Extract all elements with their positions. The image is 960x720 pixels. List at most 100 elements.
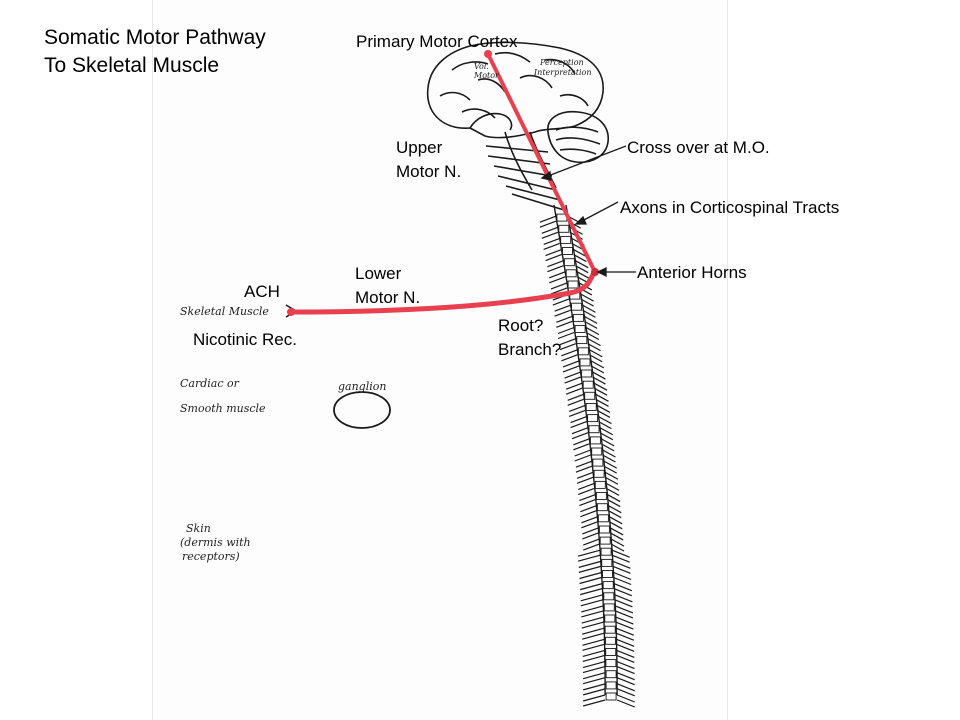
- root-label: Root?: [498, 316, 544, 335]
- nerve-root-right: [602, 449, 616, 463]
- nerve-root-right: [575, 260, 589, 274]
- nerve-root-right: [611, 549, 630, 563]
- upper-motor-label-1: Upper: [396, 138, 443, 157]
- nerve-root-left: [582, 638, 605, 651]
- spinal-column: [539, 204, 635, 708]
- nicotinic-label: Nicotinic Rec.: [193, 330, 297, 349]
- cross-over-arrowhead: [540, 170, 552, 181]
- nerve-root-left: [582, 694, 606, 707]
- vertebra: [599, 536, 611, 545]
- nerve-root-left: [557, 326, 575, 340]
- lower-motor-label-1: Lower: [355, 264, 402, 283]
- nerve-root-left: [568, 404, 586, 418]
- nerve-root-left: [574, 449, 591, 462]
- nerve-root-left: [581, 616, 604, 629]
- vertebra: [577, 347, 589, 356]
- vertebra: [587, 414, 599, 423]
- cortex-cell-body: [484, 50, 492, 58]
- nerve-root-right: [615, 627, 634, 641]
- perception-note-1: Perception: [540, 58, 584, 67]
- brain-cerebrum: [426, 41, 604, 139]
- nerve-root-right: [610, 527, 624, 541]
- vertebra: [603, 603, 615, 612]
- nerve-root-left: [577, 549, 601, 562]
- vertebra: [592, 458, 604, 467]
- nerve-root-left: [571, 427, 589, 440]
- vertebra: [604, 614, 616, 623]
- vertebra: [562, 247, 573, 255]
- nerve-root-left: [579, 571, 602, 585]
- primary-motor-cortex-label: Primary Motor Cortex: [356, 32, 518, 51]
- muscle-terminal: [287, 308, 295, 316]
- nerve-root-left: [541, 226, 559, 239]
- skin-note-2: (dermis with: [180, 536, 251, 549]
- nerve-root-right: [580, 293, 594, 307]
- nerve-root-right: [598, 416, 612, 430]
- cross-over-label: Cross over at M.O.: [627, 138, 770, 157]
- vertebra: [591, 447, 603, 456]
- skeletal-muscle-note: Skeletal Muscle: [180, 305, 269, 318]
- nerve-root-left: [554, 304, 571, 317]
- nerve-root-left: [579, 493, 596, 507]
- nerve-root-right: [603, 460, 617, 474]
- skin-note-3: receptors): [182, 550, 240, 563]
- vertebra: [584, 391, 596, 400]
- nerve-root-right: [595, 393, 609, 407]
- nerve-root-right: [613, 583, 633, 597]
- vertebra: [558, 224, 570, 233]
- nerve-root-right: [596, 404, 611, 418]
- nerve-root-left: [564, 371, 581, 384]
- vertebra: [604, 625, 616, 634]
- perception-note-2: Interpretation: [534, 68, 592, 77]
- nerve-root-right: [613, 571, 632, 586]
- branch-label: Branch?: [498, 340, 562, 359]
- vertebra: [579, 358, 591, 367]
- nerve-root-right: [615, 605, 634, 619]
- nerve-root-left: [582, 672, 606, 685]
- nerve-root-right: [608, 505, 622, 519]
- nerve-root-right: [592, 371, 606, 385]
- nerve-root-left: [545, 248, 562, 262]
- nerve-root-right: [616, 649, 635, 664]
- nerve-root-right: [616, 683, 635, 697]
- nerve-root-left: [578, 482, 595, 495]
- vertebra: [605, 692, 617, 701]
- ganglion-oval: [333, 391, 391, 429]
- nerve-root-left: [565, 382, 583, 395]
- nerve-root-left: [581, 627, 605, 640]
- nerve-root-left: [582, 527, 599, 540]
- nerve-root-right: [599, 427, 614, 441]
- vertebra: [605, 681, 617, 690]
- nerve-root-left: [570, 416, 587, 429]
- vertebra: [600, 547, 612, 556]
- vertebra: [565, 269, 577, 278]
- vertebra: [588, 425, 600, 434]
- vertebra: [574, 325, 586, 333]
- vertebra: [572, 313, 584, 322]
- brainstem: [485, 131, 565, 211]
- nerve-root-right: [582, 304, 596, 318]
- nerve-root-left: [580, 594, 603, 607]
- vertebra: [602, 581, 614, 590]
- nerve-root-left: [576, 471, 594, 484]
- nerve-root-left: [547, 260, 564, 273]
- nerve-root-right: [616, 638, 635, 652]
- motor-pathway: [287, 50, 599, 316]
- ach-label: ACH: [244, 282, 280, 301]
- cardiac-note-1: Cardiac or: [180, 377, 239, 390]
- vertebra: [602, 570, 613, 578]
- nerve-root-left: [543, 237, 560, 250]
- vertebra: [596, 503, 608, 512]
- vertebra: [594, 480, 606, 489]
- vertebra: [581, 369, 593, 378]
- title-line-2: To Skeletal Muscle: [44, 54, 220, 77]
- nerve-root-right: [593, 382, 608, 396]
- vertebra: [605, 648, 617, 656]
- nerve-root-right: [616, 694, 635, 708]
- nerve-root-left: [583, 538, 600, 551]
- nerve-root-right: [573, 249, 587, 263]
- vertebra: [585, 403, 597, 411]
- axons-arrowhead: [574, 215, 587, 225]
- vertebra: [582, 380, 594, 389]
- nerve-root-left: [539, 215, 557, 228]
